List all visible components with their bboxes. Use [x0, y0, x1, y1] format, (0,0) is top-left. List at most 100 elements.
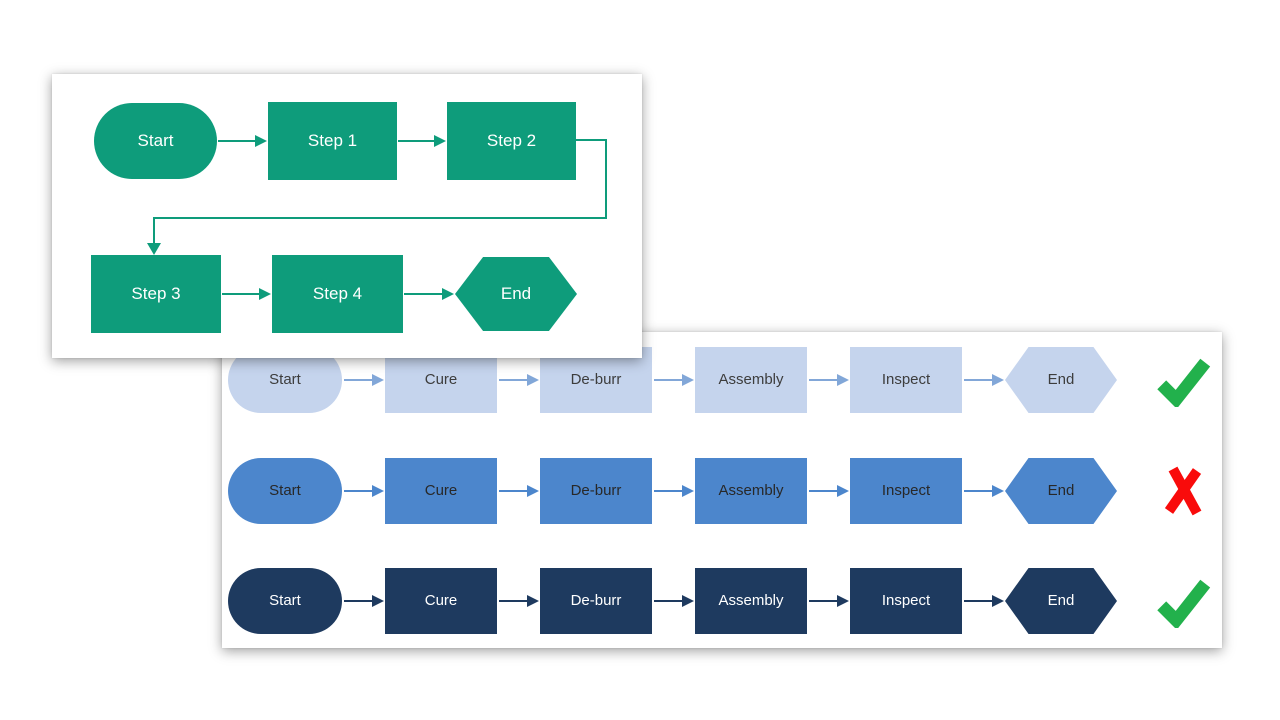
flow-node-start: Start — [228, 347, 342, 413]
node-label: De-burr — [570, 591, 622, 609]
arrow-icon — [964, 595, 1004, 607]
elbow-connector-segment — [153, 217, 607, 219]
node-label: Start — [269, 591, 301, 609]
arrow-head — [682, 595, 694, 607]
flow-node-inspect: Inspect — [850, 347, 962, 413]
arrow-icon — [809, 374, 849, 386]
arrow-shaft — [344, 379, 374, 381]
node-label: Step 4 — [312, 283, 363, 303]
node-label: Cure — [424, 370, 458, 388]
arrow-head — [837, 485, 849, 497]
arrow-shaft — [964, 600, 994, 602]
arrow-head — [442, 288, 454, 300]
variants-flowchart-panel: Start Cure De-burr Assembly Inspect End — [222, 332, 1222, 648]
arrow-head — [372, 374, 384, 386]
arrow-shaft — [499, 379, 529, 381]
arrow-head — [682, 374, 694, 386]
example-flowchart-panel: Start Step 1 Step 2 Step 3 Step 4 End — [52, 74, 642, 358]
flow-node-end: End — [1005, 458, 1117, 524]
arrow-head — [255, 135, 267, 147]
node-label: De-burr — [570, 481, 622, 499]
arrow-icon — [654, 374, 694, 386]
arrow-shaft — [344, 490, 374, 492]
node-label: Step 1 — [307, 130, 358, 150]
arrow-icon — [499, 595, 539, 607]
flow-node-inspect: Inspect — [850, 568, 962, 634]
arrow-shaft — [404, 293, 444, 295]
arrow-icon — [398, 135, 446, 147]
arrow-icon — [654, 595, 694, 607]
arrow-shaft — [809, 379, 839, 381]
flow-node-step2: Step 2 — [447, 102, 576, 180]
node-label: Cure — [424, 591, 458, 609]
elbow-connector-segment — [153, 217, 155, 245]
result-check-icon — [1150, 347, 1216, 413]
node-label: Inspect — [881, 370, 931, 388]
arrow-head — [837, 374, 849, 386]
node-label: Inspect — [881, 591, 931, 609]
node-label: End — [500, 283, 532, 303]
flow-node-deburr: De-burr — [540, 458, 652, 524]
arrow-head — [259, 288, 271, 300]
arrow-head — [682, 485, 694, 497]
flow-node-end: End — [455, 257, 577, 331]
variant-row-light-blue: Start Cure De-burr Assembly Inspect End — [222, 347, 1222, 413]
result-x-icon — [1150, 458, 1216, 524]
flow-node-cure: Cure — [385, 458, 497, 524]
arrow-head — [992, 374, 1004, 386]
arrow-shaft — [964, 379, 994, 381]
node-label: Start — [137, 130, 174, 150]
node-label: Step 3 — [131, 283, 181, 303]
arrow-shaft — [809, 600, 839, 602]
node-label: End — [1047, 481, 1075, 499]
arrow-icon — [964, 485, 1004, 497]
node-label: De-burr — [570, 370, 622, 388]
flow-node-assembly: Assembly — [695, 347, 807, 413]
flow-node-cure: Cure — [385, 568, 497, 634]
arrow-icon — [344, 374, 384, 386]
arrow-head — [527, 595, 539, 607]
node-label: Assembly — [718, 481, 784, 499]
arrow-icon — [809, 595, 849, 607]
arrow-shaft — [222, 293, 261, 295]
node-label: Inspect — [881, 481, 931, 499]
arrow-shaft — [344, 600, 374, 602]
arrow-icon — [218, 135, 267, 147]
arrow-shaft — [654, 379, 684, 381]
flow-node-start: Start — [228, 568, 342, 634]
flow-node-end: End — [1005, 568, 1117, 634]
arrow-icon — [344, 485, 384, 497]
node-label: Step 2 — [486, 130, 537, 150]
arrow-shaft — [964, 490, 994, 492]
arrow-icon — [222, 288, 271, 300]
flow-node-start: Start — [228, 458, 342, 524]
node-label: End — [1047, 370, 1075, 388]
arrow-icon — [499, 374, 539, 386]
arrow-shaft — [499, 600, 529, 602]
arrow-icon — [809, 485, 849, 497]
arrow-head — [992, 485, 1004, 497]
node-label: Start — [269, 370, 301, 388]
flow-node-step4: Step 4 — [272, 255, 403, 333]
arrow-icon — [964, 374, 1004, 386]
flow-node-cure: Cure — [385, 347, 497, 413]
flow-node-step3: Step 3 — [91, 255, 221, 333]
arrow-head — [434, 135, 446, 147]
arrow-head — [527, 485, 539, 497]
variant-row-medium-blue: Start Cure De-burr Assembly Inspect End — [222, 458, 1222, 524]
flow-node-assembly: Assembly — [695, 458, 807, 524]
flow-node-inspect: Inspect — [850, 458, 962, 524]
flow-node-deburr: De-burr — [540, 347, 652, 413]
arrow-icon — [344, 595, 384, 607]
arrow-down-head — [147, 243, 161, 255]
variant-row-dark-navy: Start Cure De-burr Assembly Inspect End — [222, 568, 1222, 634]
arrow-head — [372, 485, 384, 497]
result-check-icon — [1150, 568, 1216, 634]
arrow-icon — [499, 485, 539, 497]
flow-node-start: Start — [94, 103, 217, 179]
node-label: Assembly — [718, 591, 784, 609]
node-label: End — [1047, 591, 1075, 609]
arrow-shaft — [809, 490, 839, 492]
arrow-icon — [654, 485, 694, 497]
flow-node-deburr: De-burr — [540, 568, 652, 634]
